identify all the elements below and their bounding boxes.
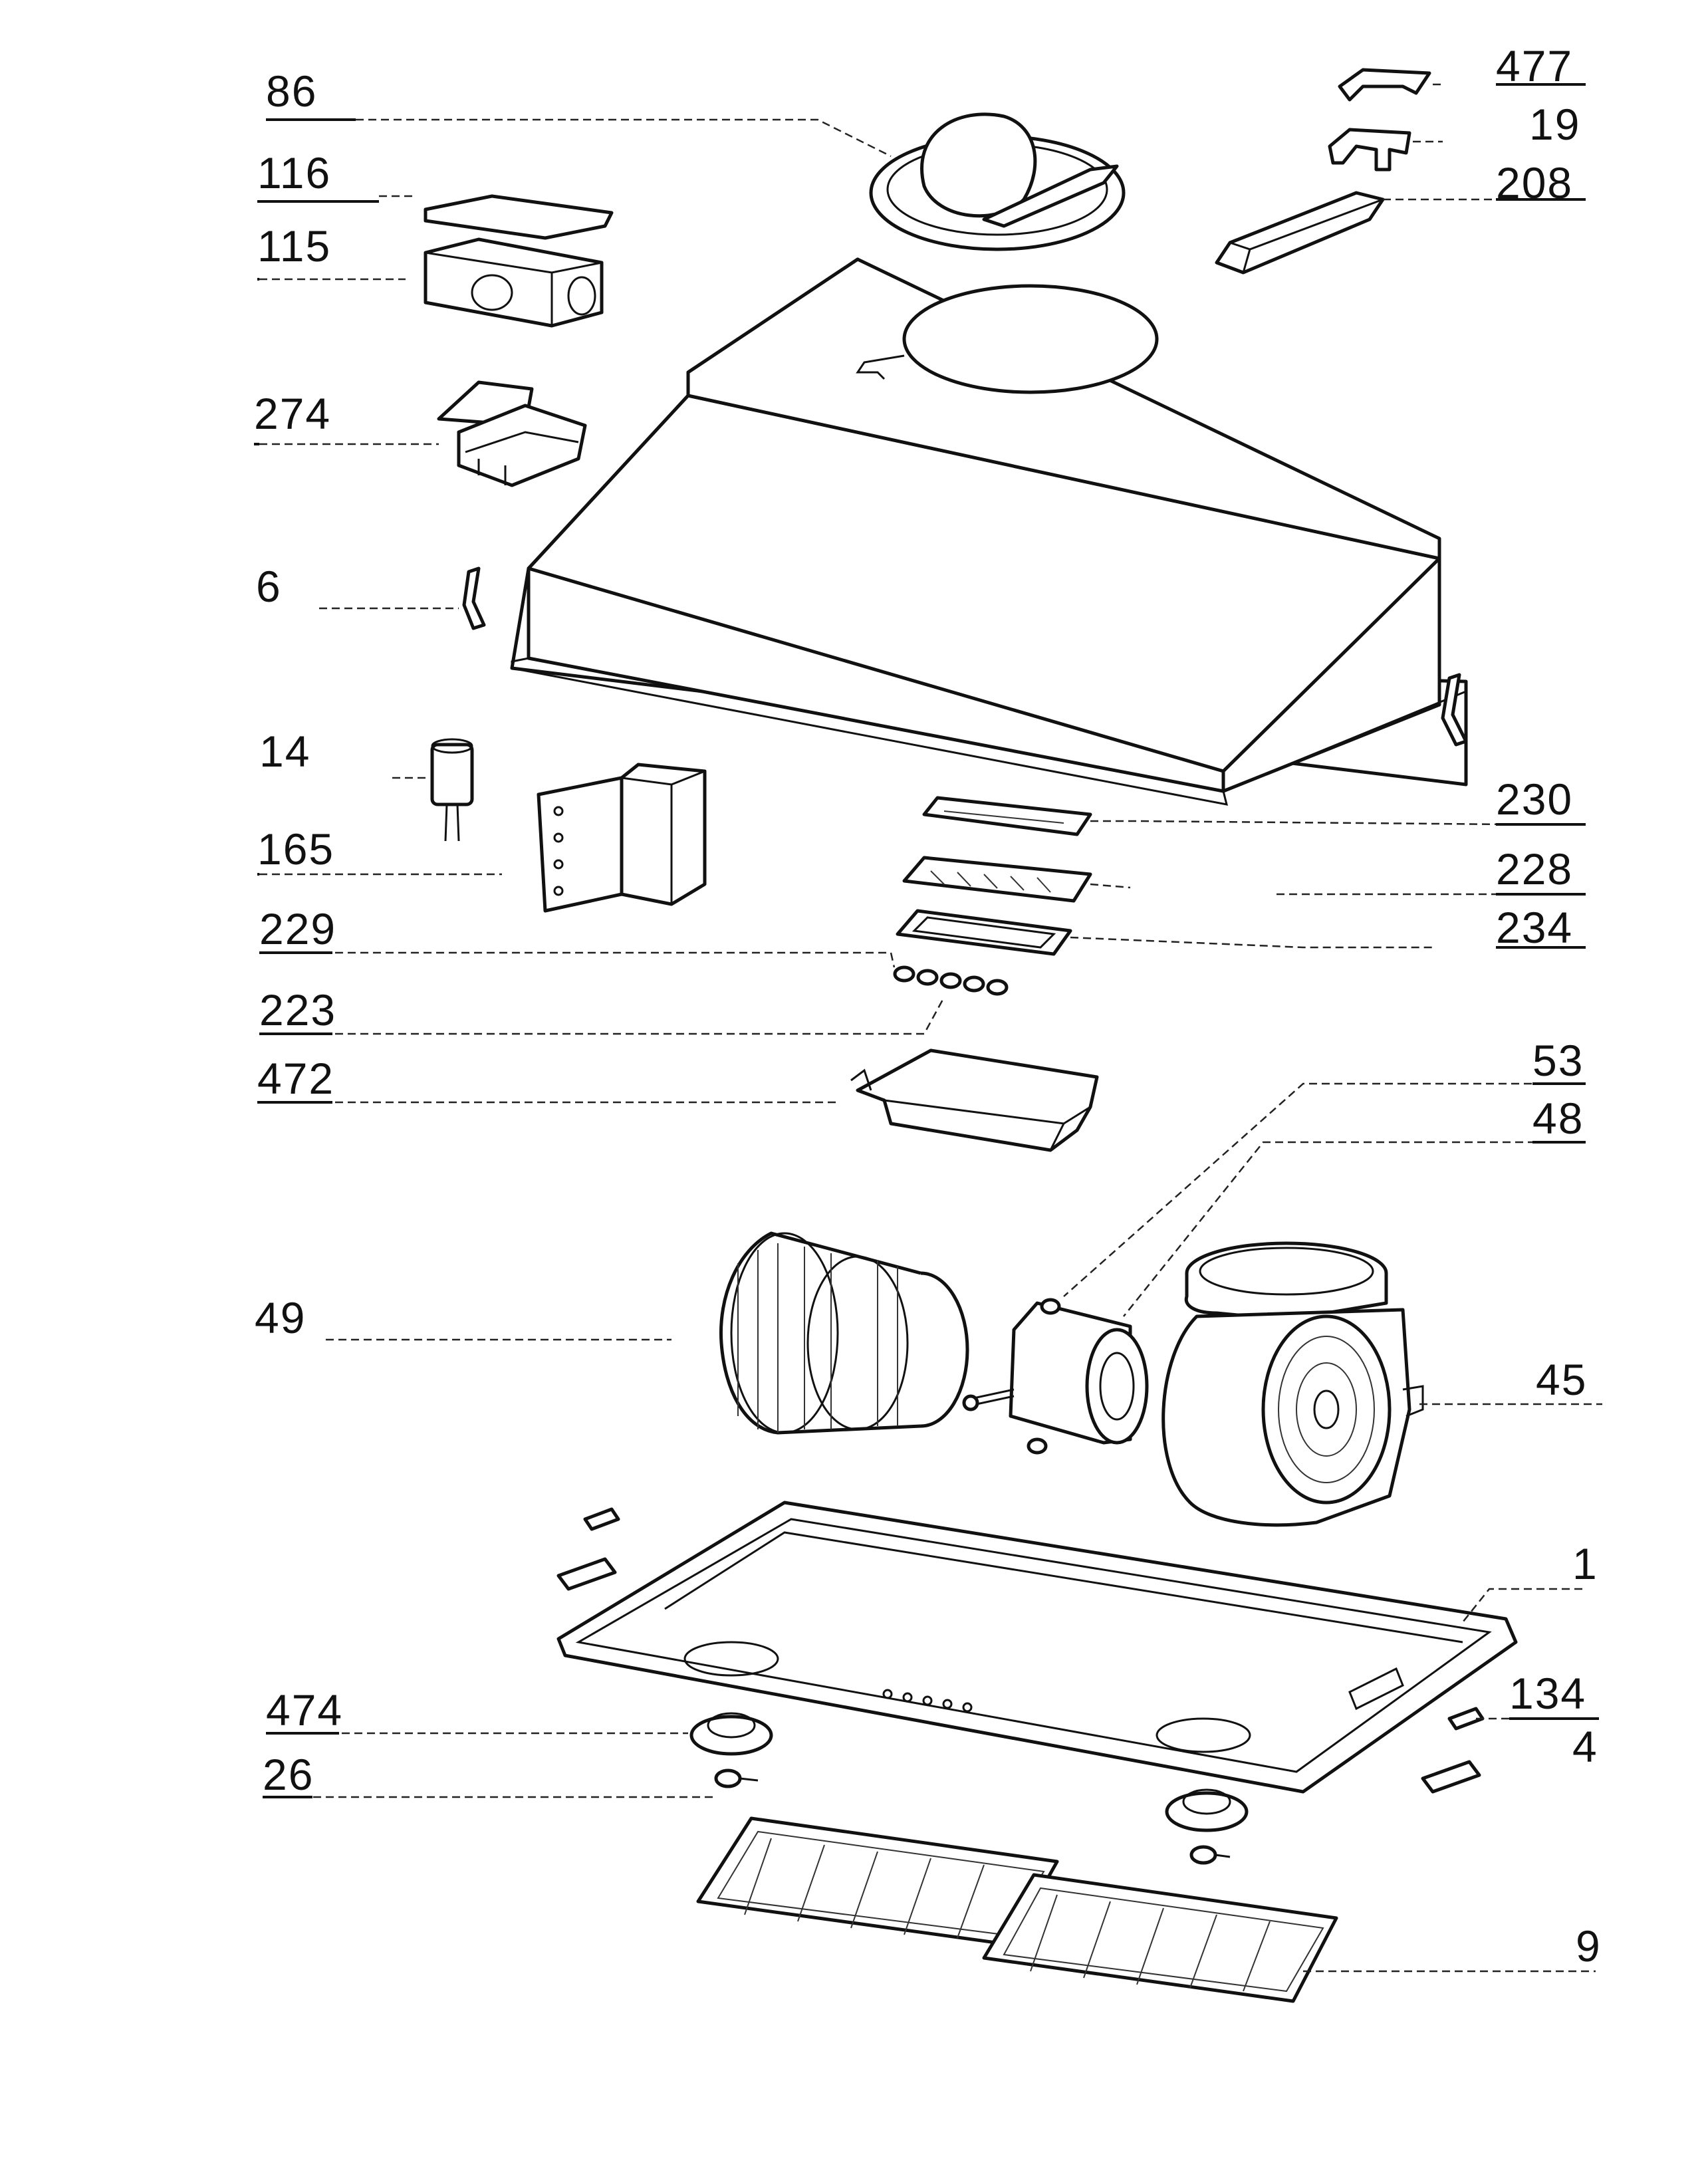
label-53: 53: [1532, 1036, 1584, 1085]
part-228-switch-board: [902, 856, 1092, 903]
part-14-capacitor: [430, 738, 474, 842]
label-underlines: [254, 83, 1599, 1798]
part-165-mounting-plate: [537, 763, 707, 913]
part-9-grease-filter: [696, 1816, 1338, 2003]
label-4: 4: [1572, 1722, 1598, 1771]
label-14: 14: [259, 727, 310, 776]
part-frame-clips: [556, 1507, 1485, 1794]
label-45: 45: [1536, 1355, 1587, 1404]
part-115-junction-box: [424, 237, 604, 328]
part-53-nut: [1027, 1298, 1061, 1455]
part-230-switch-cover: [922, 796, 1092, 836]
part-45-blower-housing: [1161, 1241, 1424, 1527]
part-1-bottom-frame: [556, 1501, 1518, 1794]
label-86: 86: [266, 66, 317, 116]
label-229: 229: [259, 904, 336, 953]
label-474: 474: [266, 1685, 343, 1735]
label-477: 477: [1496, 41, 1573, 90]
part-472-control-bracket: [850, 1048, 1099, 1152]
label-49: 49: [255, 1293, 306, 1342]
label-230: 230: [1496, 775, 1573, 824]
part-116-box-lid: [424, 194, 614, 240]
label-19: 19: [1529, 100, 1580, 149]
part-234-panel-frame: [896, 909, 1072, 956]
label-48: 48: [1532, 1094, 1584, 1143]
label-234: 234: [1496, 903, 1573, 952]
part-48-motor: [962, 1301, 1149, 1445]
part-208-ballast: [1215, 191, 1385, 275]
label-134: 134: [1509, 1669, 1586, 1718]
label-223: 223: [259, 985, 336, 1034]
part-229-buttons: [893, 965, 1009, 996]
hood-body: [510, 257, 1468, 806]
part-477-cap: [1338, 68, 1431, 102]
label-228: 228: [1496, 844, 1573, 894]
label-9: 9: [1576, 1921, 1602, 1971]
part-86-damper: [869, 112, 1126, 251]
label-6: 6: [256, 562, 282, 611]
label-165: 165: [257, 824, 334, 874]
label-1: 1: [1572, 1539, 1598, 1588]
part-hood-side-clip: [1441, 673, 1468, 747]
part-26-bulb: [714, 1768, 1231, 1865]
label-26: 26: [263, 1750, 314, 1799]
label-274: 274: [254, 389, 331, 438]
label-116: 116: [257, 148, 331, 197]
part-274-terminal-block: [437, 380, 587, 487]
part-19-bracket: [1328, 128, 1411, 172]
label-115: 115: [257, 221, 331, 271]
part-6-clip: [462, 566, 486, 630]
part-474-lamp-holder: [689, 1712, 1249, 1832]
part-49-impeller: [719, 1231, 969, 1435]
label-472: 472: [257, 1054, 334, 1103]
